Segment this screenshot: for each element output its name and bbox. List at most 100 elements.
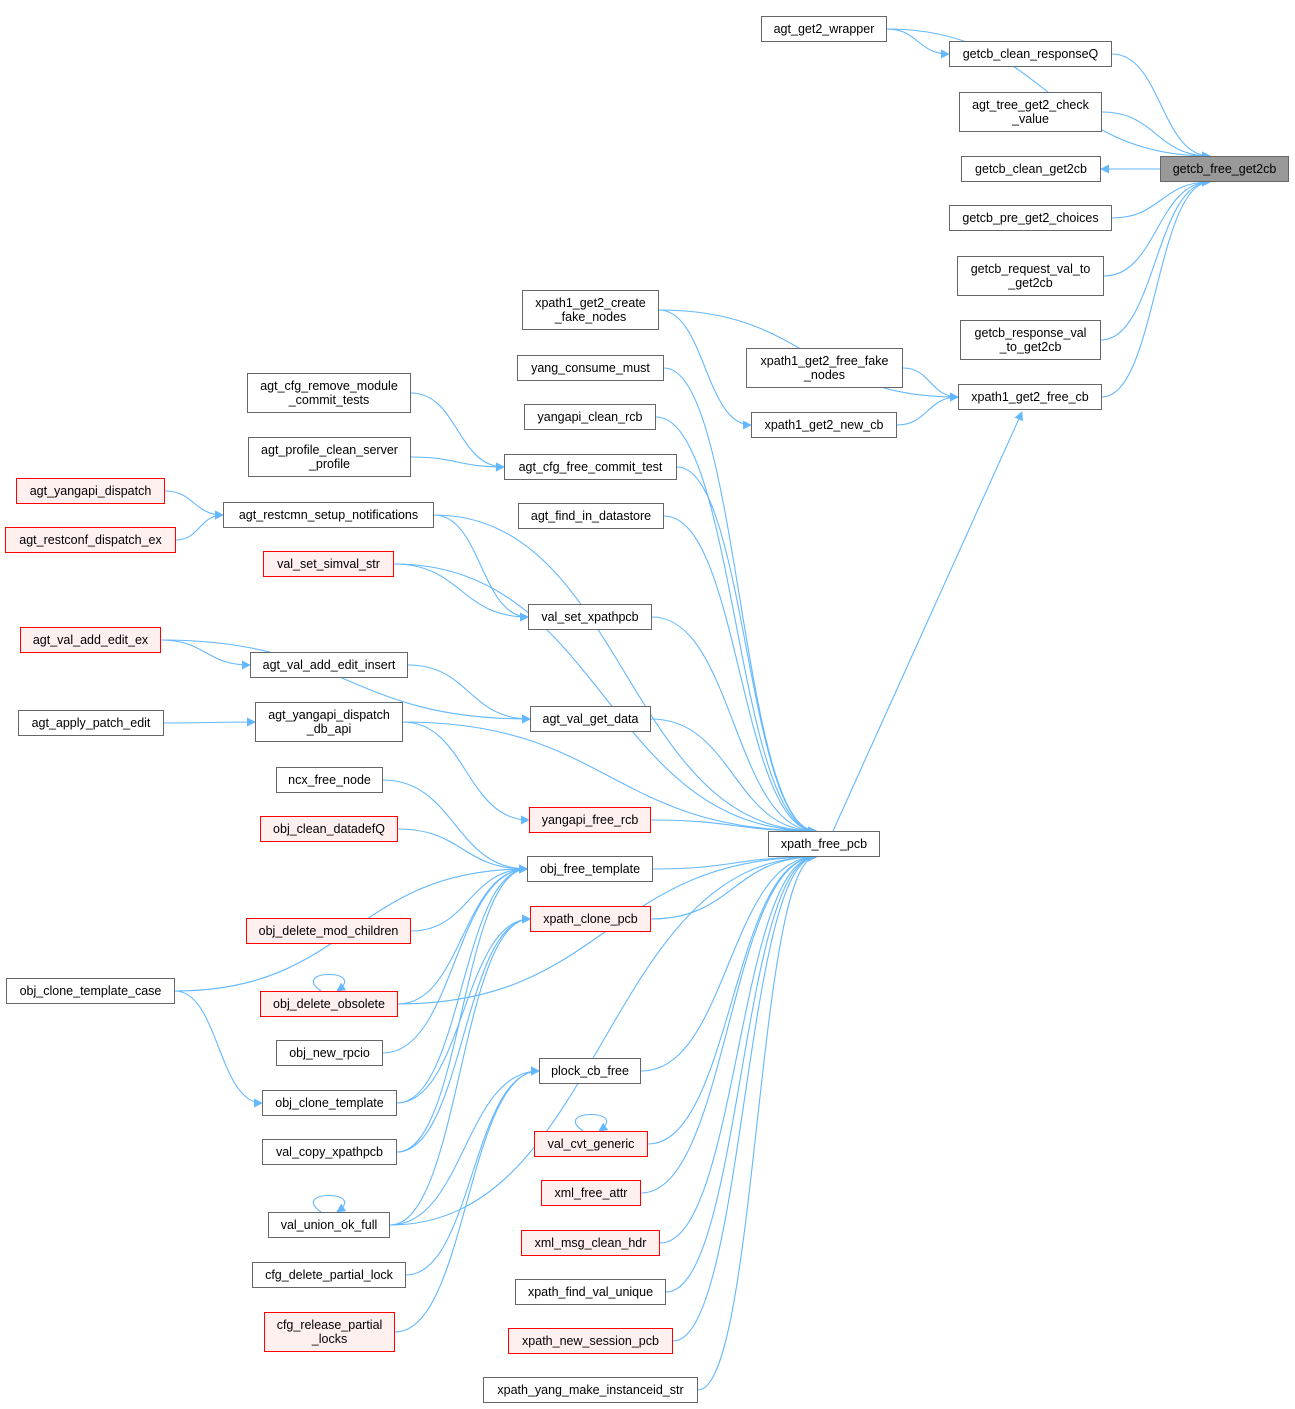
node-obj-free-template[interactable]: obj_free_template <box>527 856 653 882</box>
node-xpath1-get2-create-fake-nodes[interactable]: xpath1_get2_create _fake_nodes <box>522 290 659 330</box>
edge-agt-yangapi-dispatch-db-api-to-xpath-free-pcb <box>402 721 817 836</box>
edge-yangapi-clean-rcb-to-xpath-free-pcb <box>655 416 817 836</box>
edge-agt-restconf-dispatch-ex-to-agt-restcmn-setup-notifications <box>175 510 224 541</box>
node-obj-clone-template-case[interactable]: obj_clone_template_case <box>6 978 175 1004</box>
node-val-copy-xpathpcb[interactable]: val_copy_xpathpcb <box>262 1139 397 1165</box>
edge-val-cvt-generic-to-xpath-free-pcb <box>647 852 817 1145</box>
node-agt-restconf-dispatch-ex[interactable]: agt_restconf_dispatch_ex <box>5 527 176 553</box>
node-xml-free-attr[interactable]: xml_free_attr <box>541 1180 641 1206</box>
node-agt-cfg-remove-module-commit-tests[interactable]: agt_cfg_remove_module _commit_tests <box>247 373 411 413</box>
node-getcb-clean-responseQ[interactable]: getcb_clean_responseQ <box>949 41 1112 67</box>
edge-agt-val-add-edit-insert-to-agt-val-get-data <box>407 664 531 724</box>
node-xpath1-get2-free-cb[interactable]: xpath1_get2_free_cb <box>958 384 1102 410</box>
edge-xml-msg-clean-hdr-to-xpath-free-pcb <box>659 852 817 1244</box>
edge-xpath-yang-make-instanceid-str-to-xpath-free-pcb <box>697 852 817 1391</box>
node-xml-msg-clean-hdr[interactable]: xml_msg_clean_hdr <box>521 1230 660 1256</box>
node-xpath-free-pcb[interactable]: xpath_free_pcb <box>768 831 880 857</box>
node-xpath1-get2-free-fake-nodes[interactable]: xpath1_get2_free_fake _nodes <box>746 348 903 388</box>
edge-agt-val-add-edit-ex-to-agt-val-get-data <box>160 639 531 724</box>
node-getcb-free-get2cb[interactable]: getcb_free_get2cb <box>1160 156 1289 182</box>
node-xpath1-get2-new-cb[interactable]: xpath1_get2_new_cb <box>751 412 897 438</box>
node-obj-delete-mod-children[interactable]: obj_delete_mod_children <box>246 918 411 944</box>
node-obj-clone-template[interactable]: obj_clone_template <box>262 1090 397 1116</box>
edge-obj-delete-mod-children-to-obj-free-template <box>410 864 528 932</box>
edge-agt-find-in-datastore-to-xpath-free-pcb <box>663 515 817 836</box>
node-agt-tree-get2-check-value[interactable]: agt_tree_get2_check _value <box>959 92 1102 132</box>
node-val-cvt-generic[interactable]: val_cvt_generic <box>534 1131 648 1157</box>
node-plock-cb-free[interactable]: plock_cb_free <box>539 1058 641 1084</box>
node-xpath-yang-make-instanceid-str[interactable]: xpath_yang_make_instanceid_str <box>483 1377 698 1403</box>
edge-getcb-response-val-to-get2cb-to-getcb-free-get2cb <box>1100 177 1211 341</box>
edge-agt-profile-clean-server-profile-to-agt-cfg-free-commit-test <box>410 456 505 472</box>
edge-ncx-free-node-to-obj-free-template <box>382 779 528 874</box>
node-obj-delete-obsolete[interactable]: obj_delete_obsolete <box>260 991 398 1017</box>
edge-xpath1-get2-new-cb-to-xpath1-get2-free-cb <box>896 392 959 426</box>
node-agt-yangapi-dispatch[interactable]: agt_yangapi_dispatch <box>16 478 165 504</box>
node-ncx-free-node[interactable]: ncx_free_node <box>276 767 383 793</box>
edge-getcb-clean-responseQ-to-getcb-free-get2cb <box>1111 53 1211 161</box>
node-cfg-release-partial-locks[interactable]: cfg_release_partial _locks <box>264 1312 395 1352</box>
node-getcb-request-val-to-get2cb[interactable]: getcb_request_val_to _get2cb <box>957 256 1104 296</box>
node-val-union-ok-full[interactable]: val_union_ok_full <box>268 1212 390 1238</box>
node-val-set-xpathpcb[interactable]: val_set_xpathpcb <box>528 604 652 630</box>
edge-agt-val-get-data-to-xpath-free-pcb <box>650 718 817 836</box>
edge-obj-clone-template-to-obj-free-template <box>396 864 528 1104</box>
edge-agt-get2-wrapper-to-getcb-clean-responseQ <box>886 28 950 59</box>
edge-val-cvt-generic-to-val-cvt-generic <box>574 1114 609 1132</box>
node-getcb-clean-get2cb[interactable]: getcb_clean_get2cb <box>961 156 1101 182</box>
node-xpath-new-session-pcb[interactable]: xpath_new_session_pcb <box>508 1328 673 1354</box>
edge-agt-val-add-edit-ex-to-agt-val-add-edit-insert <box>160 639 251 670</box>
node-getcb-response-val-to-get2cb[interactable]: getcb_response_val _to_get2cb <box>960 320 1101 360</box>
node-agt-profile-clean-server-profile[interactable]: agt_profile_clean_server _profile <box>248 437 411 477</box>
node-agt-yangapi-dispatch-db-api[interactable]: agt_yangapi_dispatch _db_api <box>255 702 403 742</box>
edge-xpath1-get2-free-fake-nodes-to-xpath1-get2-free-cb <box>902 367 959 402</box>
edge-agt-cfg-remove-module-commit-tests-to-agt-cfg-free-commit-test <box>410 392 505 472</box>
edge-val-set-xpathpcb-to-xpath-free-pcb <box>651 616 817 836</box>
node-cfg-delete-partial-lock[interactable]: cfg_delete_partial_lock <box>252 1262 406 1288</box>
edge-obj-new-rpcio-to-obj-free-template <box>382 864 528 1054</box>
edge-xml-free-attr-to-xpath-free-pcb <box>640 852 817 1194</box>
edge-val-copy-xpathpcb-to-obj-free-template <box>396 864 528 1153</box>
edge-yangapi-free-rcb-to-xpath-free-pcb <box>650 819 817 836</box>
node-xpath-clone-pcb[interactable]: xpath_clone_pcb <box>530 906 651 932</box>
edge-obj-delete-obsolete-to-obj-delete-obsolete <box>312 974 347 992</box>
node-yangapi-free-rcb[interactable]: yangapi_free_rcb <box>529 807 651 833</box>
edge-val-union-ok-full-to-xpath-clone-pcb <box>389 914 531 1226</box>
edge-agt-restcmn-setup-notifications-to-val-set-xpathpcb <box>433 514 529 622</box>
node-agt-find-in-datastore[interactable]: agt_find_in_datastore <box>518 503 664 529</box>
edge-val-union-ok-full-to-val-union-ok-full <box>312 1195 347 1213</box>
edge-agt-yangapi-dispatch-db-api-to-yangapi-free-rcb <box>402 721 530 825</box>
node-agt-val-get-data[interactable]: agt_val_get_data <box>530 706 651 732</box>
edge-xpath-new-session-pcb-to-xpath-free-pcb <box>672 852 817 1342</box>
node-yangapi-clean-rcb[interactable]: yangapi_clean_rcb <box>524 404 656 430</box>
node-agt-val-add-edit-ex[interactable]: agt_val_add_edit_ex <box>20 627 161 653</box>
node-agt-val-add-edit-insert[interactable]: agt_val_add_edit_insert <box>250 652 408 678</box>
edge-xpath1-get2-create-fake-nodes-to-xpath1-get2-new-cb <box>658 309 752 430</box>
node-getcb-pre-get2-choices[interactable]: getcb_pre_get2_choices <box>949 205 1112 231</box>
node-agt-get2-wrapper[interactable]: agt_get2_wrapper <box>761 16 887 42</box>
edge-obj-clone-template-case-to-obj-clone-template <box>174 990 263 1108</box>
node-val-set-simval-str[interactable]: val_set_simval_str <box>263 551 394 577</box>
edge-obj-clone-template-to-xpath-clone-pcb <box>396 914 531 1104</box>
node-xpath-find-val-unique[interactable]: xpath_find_val_unique <box>515 1279 666 1305</box>
node-agt-apply-patch-edit[interactable]: agt_apply_patch_edit <box>18 710 164 736</box>
edge-val-union-ok-full-to-plock-cb-free <box>389 1066 540 1226</box>
edge-agt-yangapi-dispatch-to-agt-restcmn-setup-notifications <box>164 490 224 520</box>
node-yang-consume-must[interactable]: yang_consume_must <box>517 355 664 381</box>
node-agt-restcmn-setup-notifications[interactable]: agt_restcmn_setup_notifications <box>223 502 434 528</box>
edge-plock-cb-free-to-xpath-free-pcb <box>640 852 817 1072</box>
edge-cfg-release-partial-locks-to-plock-cb-free <box>394 1066 540 1333</box>
edge-agt-restcmn-setup-notifications-to-xpath-free-pcb <box>433 514 817 836</box>
node-obj-new-rpcio[interactable]: obj_new_rpcio <box>276 1040 383 1066</box>
node-agt-cfg-free-commit-test[interactable]: agt_cfg_free_commit_test <box>504 454 677 480</box>
edge-getcb-request-val-to-get2cb-to-getcb-free-get2cb <box>1103 177 1211 277</box>
edge-getcb-pre-get2-choices-to-getcb-free-get2cb <box>1111 177 1211 219</box>
edge-xpath1-get2-free-cb-to-getcb-free-get2cb <box>1101 177 1211 398</box>
node-obj-clean-datadefQ[interactable]: obj_clean_datadefQ <box>260 816 398 842</box>
edge-agt-cfg-free-commit-test-to-xpath-free-pcb <box>676 466 817 836</box>
edge-val-union-ok-full-to-xpath-free-pcb <box>389 852 817 1226</box>
edge-agt-tree-get2-check-value-to-getcb-free-get2cb <box>1101 111 1211 161</box>
edge-cfg-delete-partial-lock-to-plock-cb-free <box>405 1066 540 1276</box>
